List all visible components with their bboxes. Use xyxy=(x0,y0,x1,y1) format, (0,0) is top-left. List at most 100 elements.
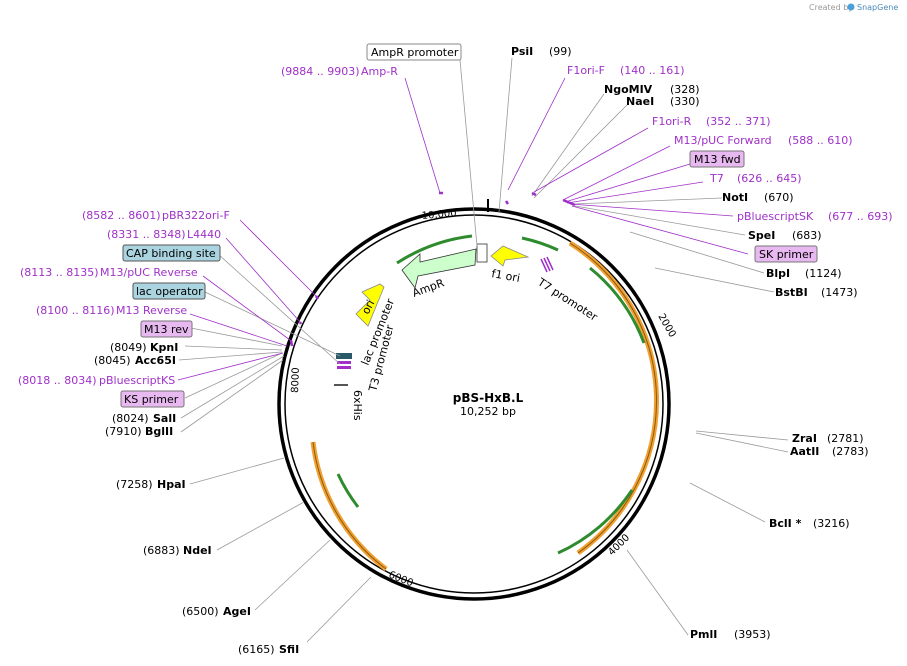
leader-cap-binding xyxy=(217,253,341,365)
site-name-aatii: AatII xyxy=(790,445,819,458)
credit-brand: SnapGene xyxy=(857,3,898,12)
leader-bglii xyxy=(180,359,284,433)
site-name-blpi: BlpI xyxy=(766,267,790,280)
site-pos-pmli: (3953) xyxy=(734,628,771,641)
leader-sali xyxy=(180,355,285,419)
primer-range-m13-puc-reverse: (8113 .. 8135) xyxy=(20,266,99,279)
box-ks-primer-bg xyxy=(120,390,185,408)
primer-range-l4440: (8331 .. 8348) xyxy=(107,228,186,241)
primer-name-m13-puc-reverse: M13/pUC Reverse xyxy=(100,266,198,279)
site-pos-acc65i: (8045) xyxy=(94,354,131,367)
box-m13-rev: M13 rev xyxy=(140,320,193,338)
box-m13-fwd: M13 fwd xyxy=(689,150,745,168)
site-name-naei: NaeI xyxy=(626,95,654,108)
primer-mark-f1ori-f xyxy=(504,200,510,205)
site-name-ndei: NdeI xyxy=(183,544,212,557)
leader-pbluescriptks xyxy=(177,352,284,381)
leader-pbluescriptsk xyxy=(569,203,734,217)
primer-range-pbluescriptks: (8018 .. 8034) xyxy=(18,374,97,387)
lac-cluster-mark-2 xyxy=(337,361,351,364)
leader-sk-primer xyxy=(571,205,749,255)
primer-mark-l4440 xyxy=(298,321,303,325)
leader-kpni xyxy=(184,345,283,351)
leader-acc65i xyxy=(178,351,283,361)
site-pos-sfii: (6165) xyxy=(238,643,275,656)
primer-mark-f1ori-r xyxy=(531,191,537,197)
leader-psii xyxy=(498,57,513,213)
primer-labels: (9884 .. 9903) Amp-R F1ori-F (140 .. 161… xyxy=(18,64,893,387)
ampr-feature-arrow xyxy=(401,248,477,289)
site-name-bstbi: BstBI xyxy=(775,286,808,299)
leader-l4440 xyxy=(225,237,301,323)
orf-inner-arrow-2 xyxy=(557,489,634,555)
primer-mark-cluster xyxy=(562,198,576,207)
leader-naei xyxy=(533,103,629,199)
leader-pmli xyxy=(626,549,689,636)
site-name-psii: PsiI xyxy=(511,45,533,58)
leader-m13-puc-reverse xyxy=(202,275,291,341)
leader-blpi xyxy=(629,231,765,274)
site-pos-psii: (99) xyxy=(549,45,572,58)
site-name-pmli: PmlI xyxy=(690,628,717,641)
primer-name-l4440: L4440 xyxy=(187,228,221,241)
ruler-label-10000: 10,000 xyxy=(421,208,457,222)
orf-arcs xyxy=(310,234,659,571)
leader-ampr-promoter xyxy=(459,59,478,247)
box-m13-rev-text: M13 rev xyxy=(144,323,189,336)
boxed-labels: AmpR promoter M13 fwd SK primer CAP bind… xyxy=(120,43,818,408)
leader-t7 xyxy=(566,181,704,204)
leader-m13-reverse xyxy=(189,313,288,347)
site-pos-zrai: (2781) xyxy=(827,432,864,445)
box-lac-operator: lac operator xyxy=(132,282,206,300)
site-pos-kpni: (8049) xyxy=(110,341,147,354)
site-labels: PsiI (99) NgoMIV (328) NaeI (330) NotI (… xyxy=(94,45,869,656)
feature-label-f1-ori: f1 ori xyxy=(490,267,521,285)
leader-agei xyxy=(254,539,331,611)
orf-inner-arrow-5 xyxy=(396,234,473,265)
box-sk-primer-text: SK primer xyxy=(759,248,814,261)
primer-name-pbluescriptsk: pBluescriptSK xyxy=(737,210,814,223)
site-name-spei: SpeI xyxy=(748,229,775,242)
features xyxy=(334,243,554,386)
site-pos-ndei: (6883) xyxy=(143,544,180,557)
primer-range-pbluescriptsk: (677 .. 693) xyxy=(828,210,893,223)
site-name-agei: AgeI xyxy=(223,605,251,618)
site-name-kpni: KpnI xyxy=(150,341,178,354)
box-ampr-promoter-text: AmpR promoter xyxy=(371,46,459,59)
t7-primer-mark-3 xyxy=(546,256,554,271)
primer-range-f1ori-f: (140 .. 161) xyxy=(620,64,685,77)
site-pos-spei: (683) xyxy=(792,229,822,242)
site-pos-agei: (6500) xyxy=(182,605,219,618)
primer-name-m13-reverse: M13 Reverse xyxy=(116,304,187,317)
plasmid-name: pBS-HxB.L xyxy=(453,391,524,405)
box-m13-fwd-text: M13 fwd xyxy=(694,153,741,166)
box-ampr-promoter-bg xyxy=(366,43,462,61)
primer-range-amp-r: (9884 .. 9903) xyxy=(281,65,360,78)
lac-cluster-mark-1 xyxy=(336,353,352,359)
leader-sfii xyxy=(306,576,372,643)
primer-name-m13-puc-forward: M13/pUC Forward xyxy=(674,134,772,147)
ampr-promoter-mark xyxy=(476,243,488,263)
primer-name-t7: T7 xyxy=(709,172,724,185)
leader-ndei xyxy=(216,501,305,551)
box-ampr-promoter: AmpR promoter xyxy=(366,43,462,61)
leader-m13-rev xyxy=(190,327,283,347)
leader-ks-primer xyxy=(184,352,283,399)
primer-marks xyxy=(289,191,576,347)
orf-arc-left-edge xyxy=(312,441,387,570)
credit-prefix: Created by xyxy=(809,3,853,12)
his-tag-mark xyxy=(334,384,348,386)
leader-lines xyxy=(178,57,789,643)
primer-range-f1ori-r: (352 .. 371) xyxy=(706,115,771,128)
leader-f1ori-f xyxy=(507,77,566,191)
feature-label-ori: ori xyxy=(359,298,377,317)
site-name-acc65i: Acc65I xyxy=(135,354,176,367)
site-name-ngomiv: NgoMIV xyxy=(604,83,653,96)
leader-spei xyxy=(574,205,746,236)
leader-bstbi xyxy=(654,267,775,293)
site-pos-ngomiv: (328) xyxy=(670,83,700,96)
orf-arc-left xyxy=(310,441,388,571)
site-pos-hpai: (7258) xyxy=(116,478,153,491)
f1-ori-feature-arrow xyxy=(490,245,530,267)
